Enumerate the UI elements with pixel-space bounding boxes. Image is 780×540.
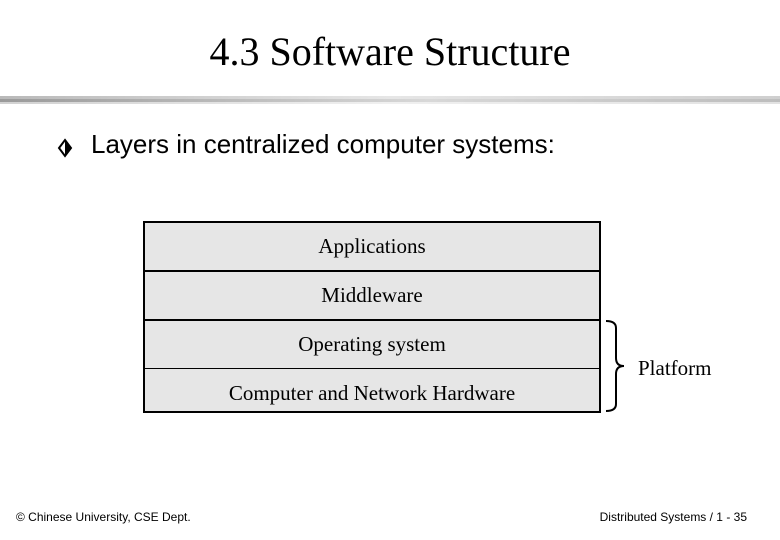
layer-middleware: Middleware (145, 272, 599, 321)
footer-left: © Chinese University, CSE Dept. (16, 510, 191, 524)
layer-operating-system: Operating system (145, 321, 599, 370)
platform-label: Platform (638, 356, 712, 380)
layer-hardware: Computer and Network Hardware (145, 369, 599, 411)
slide-title: 4.3 Software Structure (209, 29, 571, 74)
footer-right: Distributed Systems / 1 - 35 (599, 510, 747, 524)
diamond-bullet-icon (57, 138, 73, 158)
title-divider-top (0, 96, 780, 99)
bullet-text: Layers in centralized computer systems: (91, 129, 555, 159)
title-divider-bottom (0, 102, 780, 104)
layer-applications: Applications (145, 223, 599, 272)
layer-stack: Applications Middleware Operating system… (143, 221, 601, 413)
title-divider-middle (0, 99, 780, 102)
right-brace-icon (605, 320, 625, 412)
